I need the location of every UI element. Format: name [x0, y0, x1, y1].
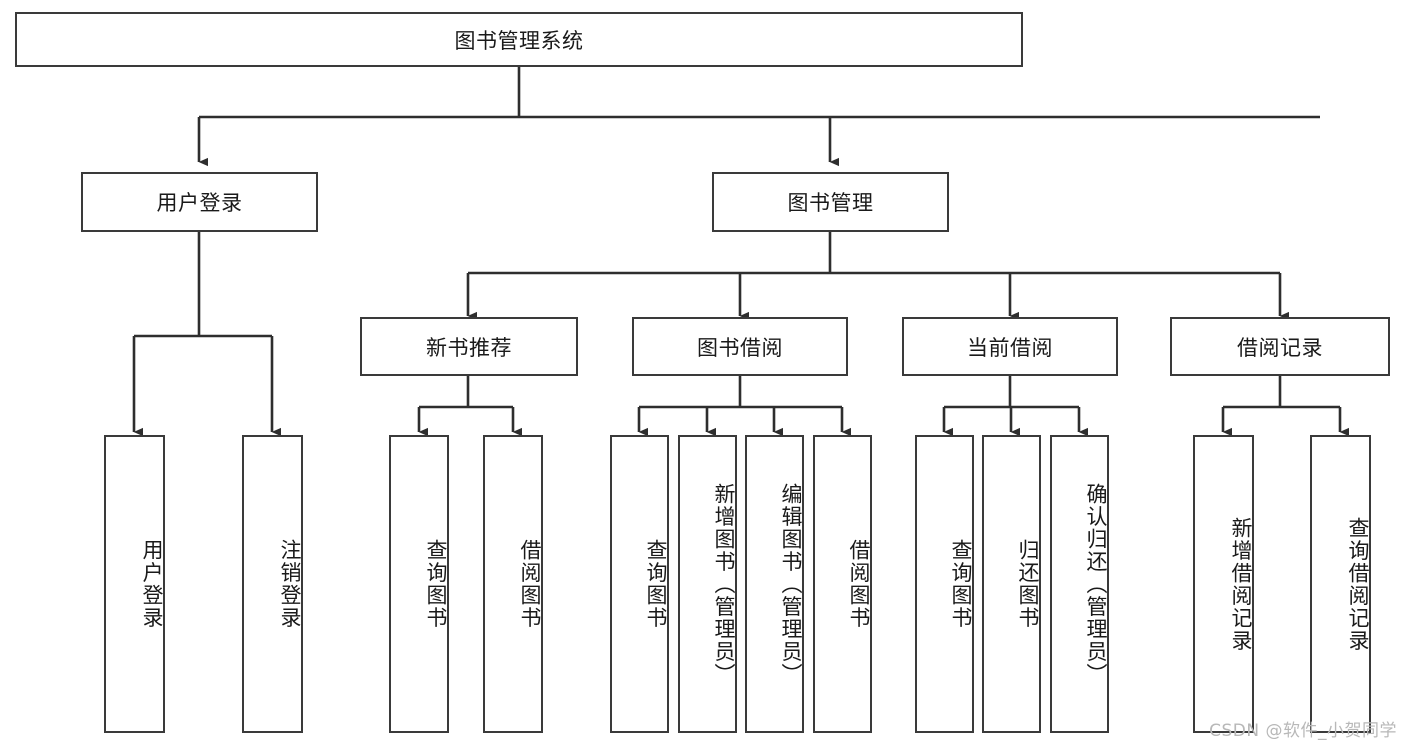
leaf-recommend-borrow-book-label: 借阅图书: [518, 539, 542, 629]
node-current-borrow[interactable]: 当前借阅: [902, 317, 1118, 376]
leaf-recommend-query-book-label: 查询图书: [424, 539, 448, 629]
leaf-borrow-query-book[interactable]: 查询图书: [610, 435, 669, 733]
leaf-borrow-query-book-label: 查询图书: [644, 539, 668, 629]
watermark: CSDN @软件_小贺同学: [1209, 721, 1397, 741]
leaf-record-add-label: 新增借阅记录: [1229, 516, 1253, 652]
leaf-user-logout-label: 注销登录: [278, 539, 302, 629]
node-book-borrow-label: 图书借阅: [697, 335, 783, 360]
leaf-recommend-borrow-book[interactable]: 借阅图书: [483, 435, 543, 733]
leaf-user-login-do-label: 用户登录: [140, 539, 164, 629]
leaf-current-return-book-label: 归还图书: [1016, 539, 1040, 629]
leaf-user-logout[interactable]: 注销登录: [242, 435, 303, 733]
leaf-record-query-label: 查询借阅记录: [1346, 516, 1370, 652]
node-current-borrow-label: 当前借阅: [967, 335, 1053, 360]
leaf-borrow-add-book-label: 新增图书（管理员）: [712, 482, 736, 686]
leaf-borrow-borrow-book[interactable]: 借阅图书: [813, 435, 872, 733]
node-book-management[interactable]: 图书管理: [712, 172, 949, 232]
node-root-label: 图书管理系统: [454, 28, 584, 53]
leaf-recommend-query-book[interactable]: 查询图书: [389, 435, 449, 733]
node-borrow-record[interactable]: 借阅记录: [1170, 317, 1390, 376]
leaf-borrow-borrow-book-label: 借阅图书: [847, 539, 871, 629]
leaf-borrow-edit-book-label: 编辑图书（管理员）: [779, 482, 803, 686]
leaf-record-query[interactable]: 查询借阅记录: [1310, 435, 1371, 733]
node-borrow-record-label: 借阅记录: [1237, 335, 1323, 360]
leaf-current-query-book-label: 查询图书: [949, 539, 973, 629]
leaf-record-add[interactable]: 新增借阅记录: [1193, 435, 1254, 733]
leaf-borrow-edit-book[interactable]: 编辑图书（管理员）: [745, 435, 804, 733]
node-new-book-recommend-label: 新书推荐: [426, 335, 512, 360]
leaf-current-confirm-return-label: 确认归还（管理员）: [1084, 482, 1108, 686]
node-user-login[interactable]: 用户登录: [81, 172, 318, 232]
leaf-current-query-book[interactable]: 查询图书: [915, 435, 974, 733]
node-root[interactable]: 图书管理系统: [15, 12, 1023, 67]
node-book-borrow[interactable]: 图书借阅: [632, 317, 848, 376]
leaf-borrow-add-book[interactable]: 新增图书（管理员）: [678, 435, 737, 733]
leaf-current-confirm-return[interactable]: 确认归还（管理员）: [1050, 435, 1109, 733]
leaf-user-login-do[interactable]: 用户登录: [104, 435, 165, 733]
node-user-login-label: 用户登录: [156, 191, 243, 215]
leaf-current-return-book[interactable]: 归还图书: [982, 435, 1041, 733]
node-book-management-label: 图书管理: [787, 191, 874, 215]
node-new-book-recommend[interactable]: 新书推荐: [360, 317, 578, 376]
